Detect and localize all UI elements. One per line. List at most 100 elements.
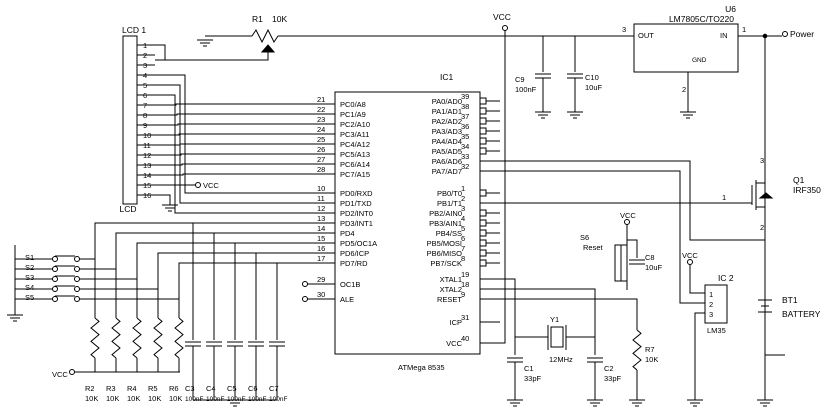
terminal-circle	[502, 25, 508, 31]
crystal-body	[550, 326, 564, 348]
junction-dot	[762, 33, 768, 39]
ic1-pin-number: 2	[461, 194, 465, 203]
ic1-pin-name: PC2/A10	[340, 120, 370, 129]
c9-ref: C9	[515, 75, 525, 84]
ic1-pin-number: 39	[461, 92, 469, 101]
terminal-circle	[782, 31, 788, 37]
lm35-ref: IC 2	[718, 273, 734, 283]
terminal-circle	[74, 266, 80, 272]
lm35-part: LM35	[707, 326, 726, 335]
c1-ref: C1	[524, 364, 534, 373]
xtal1-wire	[500, 278, 516, 355]
no-connect-box	[479, 127, 487, 135]
resistor-value: 10K	[169, 394, 182, 403]
no-connect-box	[479, 97, 487, 105]
ic1-pin-number: 28	[317, 165, 325, 174]
q1-part: IRF350	[793, 185, 821, 195]
c8-wire	[627, 239, 638, 258]
regulator-pin: 3	[622, 25, 626, 34]
ic1-pin-number: 19	[461, 270, 469, 279]
s6-name: Reset	[583, 243, 604, 252]
ic1-pin-number: 33	[461, 152, 469, 161]
ic1-pin-name: PC0/A8	[340, 100, 366, 109]
ic1-pin-number: 22	[317, 105, 325, 114]
switch-signal-wire	[79, 222, 305, 260]
labels: LCD 1LCD12345678910111213141516IC1ATMega…	[25, 4, 821, 403]
ic1-pin-number: 34	[461, 142, 469, 151]
lm35-pin: 3	[709, 310, 713, 319]
ic1-pin-name: PA1/AD1	[432, 107, 462, 116]
ic1-pin-name: PA5/AD5	[432, 147, 462, 156]
lm35-vcc-wire	[689, 264, 705, 294]
ic1-pin-number: 23	[317, 115, 325, 124]
no-connect-box	[479, 229, 487, 237]
terminal-circle	[69, 369, 75, 375]
no-connect-box	[479, 189, 487, 197]
ic1-pin-number: 3	[461, 204, 465, 213]
ic1-pin-number: 7	[461, 244, 465, 253]
terminal-circle	[302, 296, 308, 302]
lcd-ref: LCD 1	[122, 25, 146, 35]
ic1-pin-number: 24	[317, 125, 325, 134]
ic1-pin-name: PD7/RD	[340, 259, 368, 268]
ic1-pin-name: PB2/AIN0	[429, 209, 462, 218]
resistor-value: 10K	[85, 394, 98, 403]
terminal-circle	[195, 182, 201, 188]
ic1-ref: IC1	[440, 72, 454, 82]
ic1-pin-name: ALE	[340, 295, 354, 304]
lm35-gnd-wire	[694, 312, 705, 400]
vcc-bottom-label: VCC	[52, 370, 68, 379]
ic1-pin-name: PA7/AD7	[432, 167, 462, 176]
q1-drain	[756, 165, 766, 184]
lcd-pin-number: 11	[143, 141, 151, 150]
c2-ref: C2	[604, 364, 614, 373]
cap-ref: C4	[206, 384, 216, 393]
lcd-pin-number: 9	[143, 121, 147, 130]
ic1-part: ATMega 8535	[398, 363, 445, 372]
ic1-pin-number: 8	[461, 254, 465, 263]
no-connect-box	[479, 209, 487, 217]
ic1-pin-number: 9	[461, 290, 465, 299]
reset-vcc-label: VCC	[620, 211, 636, 220]
s6-ref: S6	[580, 233, 589, 242]
lcd-pin-number: 12	[143, 151, 151, 160]
ic1-pin-number: 4	[461, 214, 465, 223]
r7-resistor	[632, 329, 642, 371]
c10-value: 10uF	[585, 83, 603, 92]
terminal-circle	[74, 286, 80, 292]
lcd-pin-number: 13	[143, 161, 151, 170]
ic1-pin-number: 31	[461, 313, 469, 322]
vcc-top-label: VCC	[493, 12, 511, 22]
q1-pin: 3	[760, 156, 764, 165]
lcd-data-wire	[155, 143, 305, 146]
switch-ref: S3	[25, 273, 34, 282]
resistor-value: 10K	[106, 394, 119, 403]
lm35-vcc-label: VCC	[682, 251, 698, 260]
ic1-pin-name: PB1/T1	[437, 199, 462, 208]
lcd-data-wire	[155, 103, 305, 106]
r1-value: 10K	[272, 14, 287, 24]
resistor-ref: R6	[169, 384, 179, 393]
ic1-pin-name: PB6/MISO	[427, 249, 463, 258]
ic1-pin-number: 25	[317, 135, 325, 144]
pull-resistor	[174, 317, 184, 359]
q1-ref: Q1	[793, 175, 805, 185]
c9-value: 100nF	[515, 85, 537, 94]
switch-signal-wire	[79, 262, 305, 300]
pa6-wire	[500, 160, 765, 241]
ic1-pin-name: PD4	[340, 229, 355, 238]
ic1-pin-number: 1	[461, 184, 465, 193]
ic1-pin-number: 37	[461, 112, 469, 121]
ic1-pin-name: PB4/SS	[436, 229, 462, 238]
ic1-pin-name: OC1B	[340, 280, 360, 289]
lcd-data-wire	[155, 133, 305, 136]
vcc-rail-ic	[500, 30, 506, 344]
ic1-pin-name: XTAL2	[440, 285, 462, 294]
lcd-rs-wire	[155, 74, 305, 194]
cap-value: 100nF	[269, 396, 287, 403]
no-connect-box	[479, 259, 487, 267]
cap-value: 100nF	[227, 396, 245, 403]
ic1-pin-name: PA6/AD6	[432, 157, 462, 166]
bt1-name: BATTERY	[782, 309, 821, 319]
pa7-wire	[500, 170, 705, 304]
